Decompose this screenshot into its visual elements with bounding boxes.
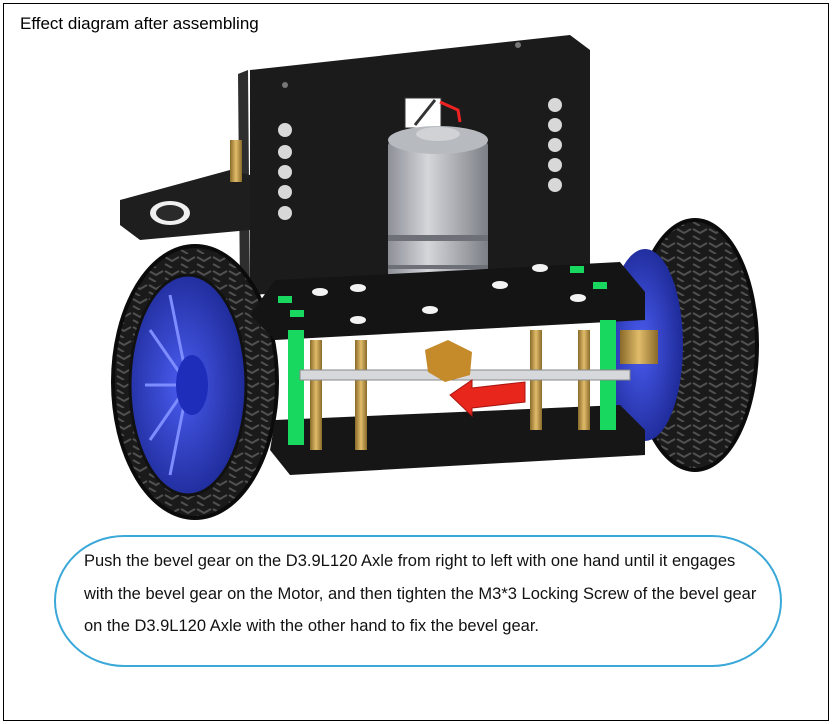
instruction-callout: Push the bevel gear on the D3.9L120 Axle… xyxy=(54,535,782,667)
left-bracket xyxy=(120,140,250,240)
page-frame xyxy=(3,3,829,721)
assembly-illustration xyxy=(111,35,759,520)
page-title: Effect diagram after assembling xyxy=(20,14,259,33)
chassis xyxy=(250,262,658,475)
left-wheel xyxy=(111,244,279,520)
instruction-text: Push the bevel gear on the D3.9L120 Axle… xyxy=(84,552,757,635)
push-direction-arrow xyxy=(449,379,526,418)
